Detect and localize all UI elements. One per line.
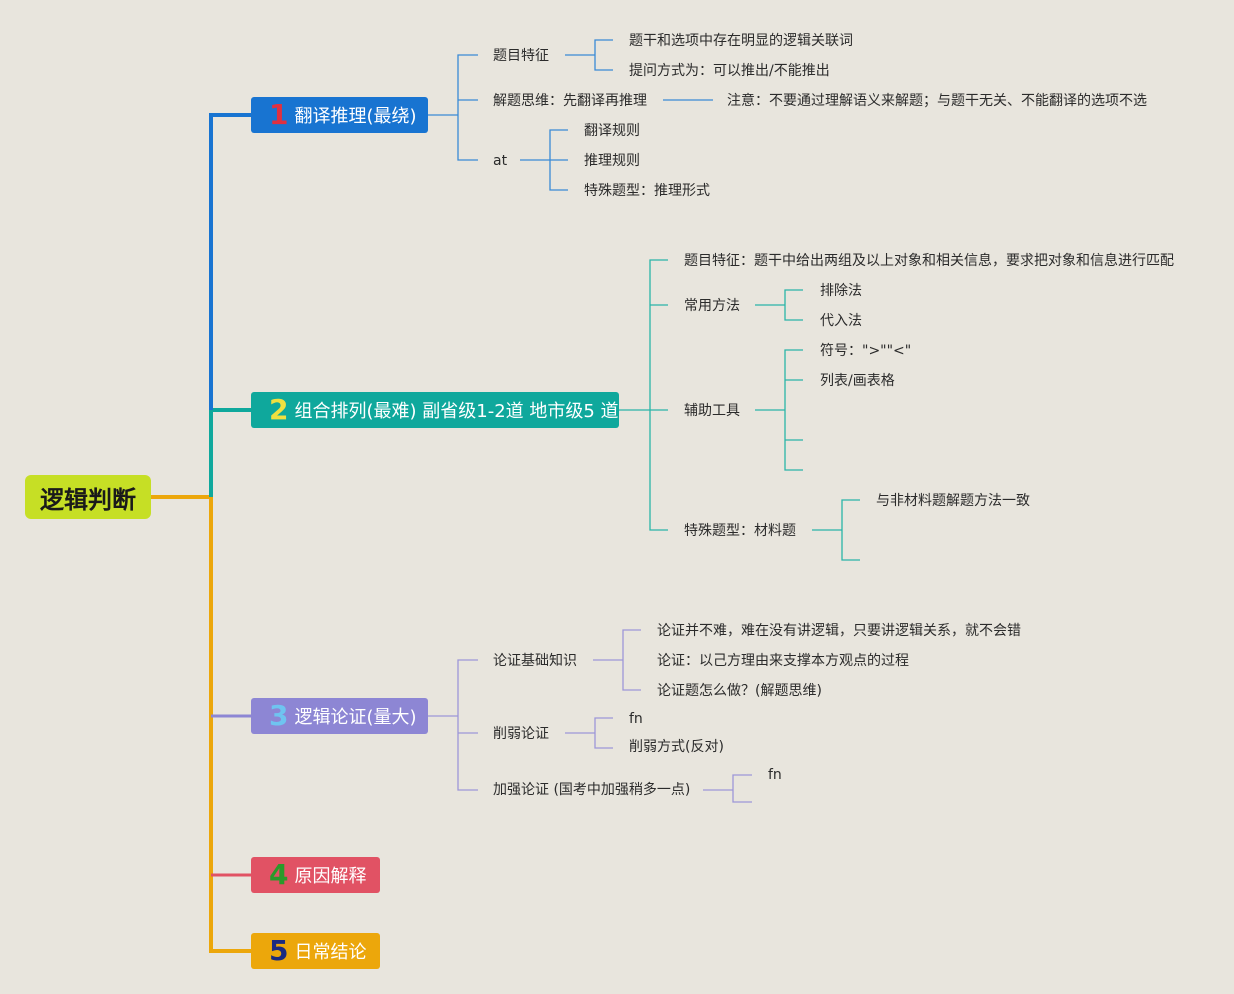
topic-auxiliary-tools[interactable]: 辅助工具	[684, 403, 740, 419]
topic-solving-approach[interactable]: 解题思维：先翻译再推理	[493, 93, 647, 109]
branch-number: 3	[269, 699, 289, 732]
branch-label: 组合排列(最难) 副省级1-2道 地市级5 道	[294, 401, 619, 422]
branch-label: 原因解释	[294, 866, 367, 887]
branch-logical-argument[interactable]: 3 逻辑论证(量大)	[251, 698, 428, 734]
root-topic[interactable]: 逻辑判断	[25, 475, 151, 519]
topic-argument-basics[interactable]: 论证基础知识	[493, 653, 577, 669]
topic-at[interactable]: at	[493, 153, 508, 169]
topic-leaf[interactable]: 与非材料题解题方法一致	[876, 493, 1030, 509]
topic-leaf[interactable]: 符号：">""<"	[820, 343, 912, 359]
topic-leaf[interactable]: 代入法	[820, 313, 862, 329]
root-label: 逻辑判断	[40, 485, 136, 514]
topic-question-features[interactable]: 题目特征	[493, 48, 549, 64]
topic-special-material[interactable]: 特殊题型：材料题	[684, 523, 796, 539]
topic-weaken-argument[interactable]: 削弱论证	[493, 726, 549, 742]
topic-leaf[interactable]: 论证并不难，难在没有讲逻辑，只要讲逻辑关系，就不会错	[657, 623, 1021, 639]
branch-cause-explanation[interactable]: 4 原因解释	[251, 857, 380, 893]
topic-leaf[interactable]: 提问方式为：可以推出/不能推出	[629, 63, 830, 79]
topic-leaf[interactable]: 论证题怎么做？(解题思维)	[657, 683, 822, 699]
branch-daily-conclusion[interactable]: 5 日常结论	[251, 933, 380, 969]
branch-number: 2	[269, 393, 289, 426]
topic-common-methods[interactable]: 常用方法	[684, 298, 740, 314]
topic-leaf[interactable]: 推理规则	[584, 153, 640, 169]
topic-question-features[interactable]: 题目特征：题干中给出两组及以上对象和相关信息，要求把对象和信息进行匹配	[684, 253, 1174, 269]
branch-number: 1	[269, 98, 289, 131]
topic-leaf[interactable]: 排除法	[820, 283, 862, 299]
branch-label: 翻译推理(最绕)	[294, 106, 417, 127]
topic-leaf[interactable]: fn	[629, 711, 643, 727]
branch-label: 逻辑论证(量大)	[294, 707, 417, 728]
branch-translation-reasoning[interactable]: 1 翻译推理(最绕)	[251, 97, 428, 133]
branch-combination-arrangement[interactable]: 2 组合排列(最难) 副省级1-2道 地市级5 道	[251, 392, 619, 428]
topic-leaf[interactable]: 翻译规则	[584, 123, 640, 139]
topic-strengthen-argument[interactable]: 加强论证 (国考中加强稍多一点)	[493, 782, 691, 798]
branch-number: 5	[269, 934, 289, 967]
branch-number: 4	[269, 858, 289, 891]
topic-leaf[interactable]: fn	[768, 767, 782, 783]
topic-leaf[interactable]: 削弱方式(反对)	[629, 739, 724, 755]
topic-leaf[interactable]: 列表/画表格	[820, 373, 895, 389]
topic-leaf[interactable]: 题干和选项中存在明显的逻辑关联词	[629, 33, 853, 49]
topic-leaf[interactable]: 注意：不要通过理解语义来解题；与题干无关、不能翻译的选项不选	[727, 93, 1147, 109]
branch-label: 日常结论	[294, 942, 367, 963]
topic-leaf[interactable]: 论证：以己方理由来支撑本方观点的过程	[657, 653, 909, 669]
topic-leaf[interactable]: 特殊题型：推理形式	[584, 183, 710, 199]
